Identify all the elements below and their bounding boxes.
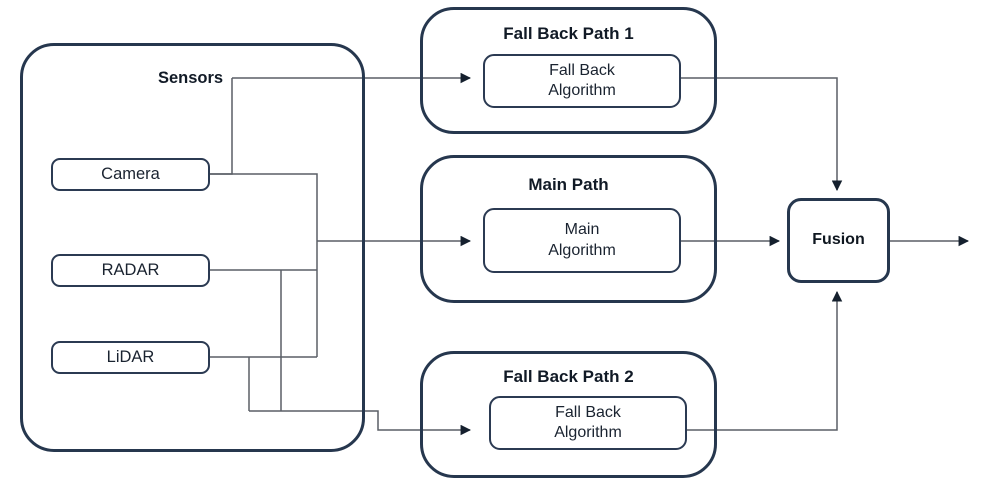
fallback-path-2-container <box>420 351 717 478</box>
wire-bottom-trunk <box>249 410 472 436</box>
fallback-algorithm-box-1[interactable]: Fall Back Algorithm <box>483 54 681 108</box>
sensors-group-container <box>20 43 365 452</box>
main-algorithm-line2: Algorithm <box>548 241 616 259</box>
fallback-path-1-container <box>420 7 717 134</box>
fallback-path-2-title: Fall Back Path 2 <box>503 367 634 386</box>
fusion-box[interactable]: Fusion <box>787 198 890 283</box>
wire-fb1-to-fusion <box>681 77 843 192</box>
main-path-container <box>420 155 717 303</box>
main-algorithm-box[interactable]: Main Algorithm <box>483 208 681 273</box>
main-algorithm-line1: Main <box>564 221 600 239</box>
fallback-algorithm-1-line1: Fall Back <box>549 61 615 79</box>
sensor-box-radar[interactable]: RADAR <box>51 254 210 287</box>
fallback-algorithm-box-2[interactable]: Fall Back Algorithm <box>489 396 687 450</box>
sensor-box-lidar[interactable]: LiDAR <box>51 341 210 374</box>
fallback-algorithm-2-line2: Algorithm <box>554 424 622 441</box>
sensors-group-label: Sensors <box>158 69 224 87</box>
fallback-algorithm-2-line1: Fall Back <box>555 403 621 421</box>
main-path-title: Main Path <box>528 175 609 194</box>
fallback-algorithm-1-line2: Algorithm <box>548 82 616 99</box>
wire-fb2-to-fusion <box>681 290 843 431</box>
sensor-box-camera[interactable]: Camera <box>51 158 210 191</box>
wire-camera-down <box>210 173 318 241</box>
fallback-path-1-title: Fall Back Path 1 <box>503 24 634 43</box>
